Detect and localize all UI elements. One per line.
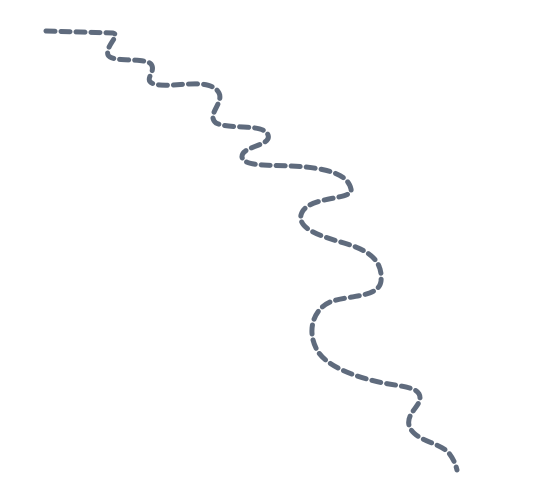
- dashed-wavy-path: [43, 28, 460, 473]
